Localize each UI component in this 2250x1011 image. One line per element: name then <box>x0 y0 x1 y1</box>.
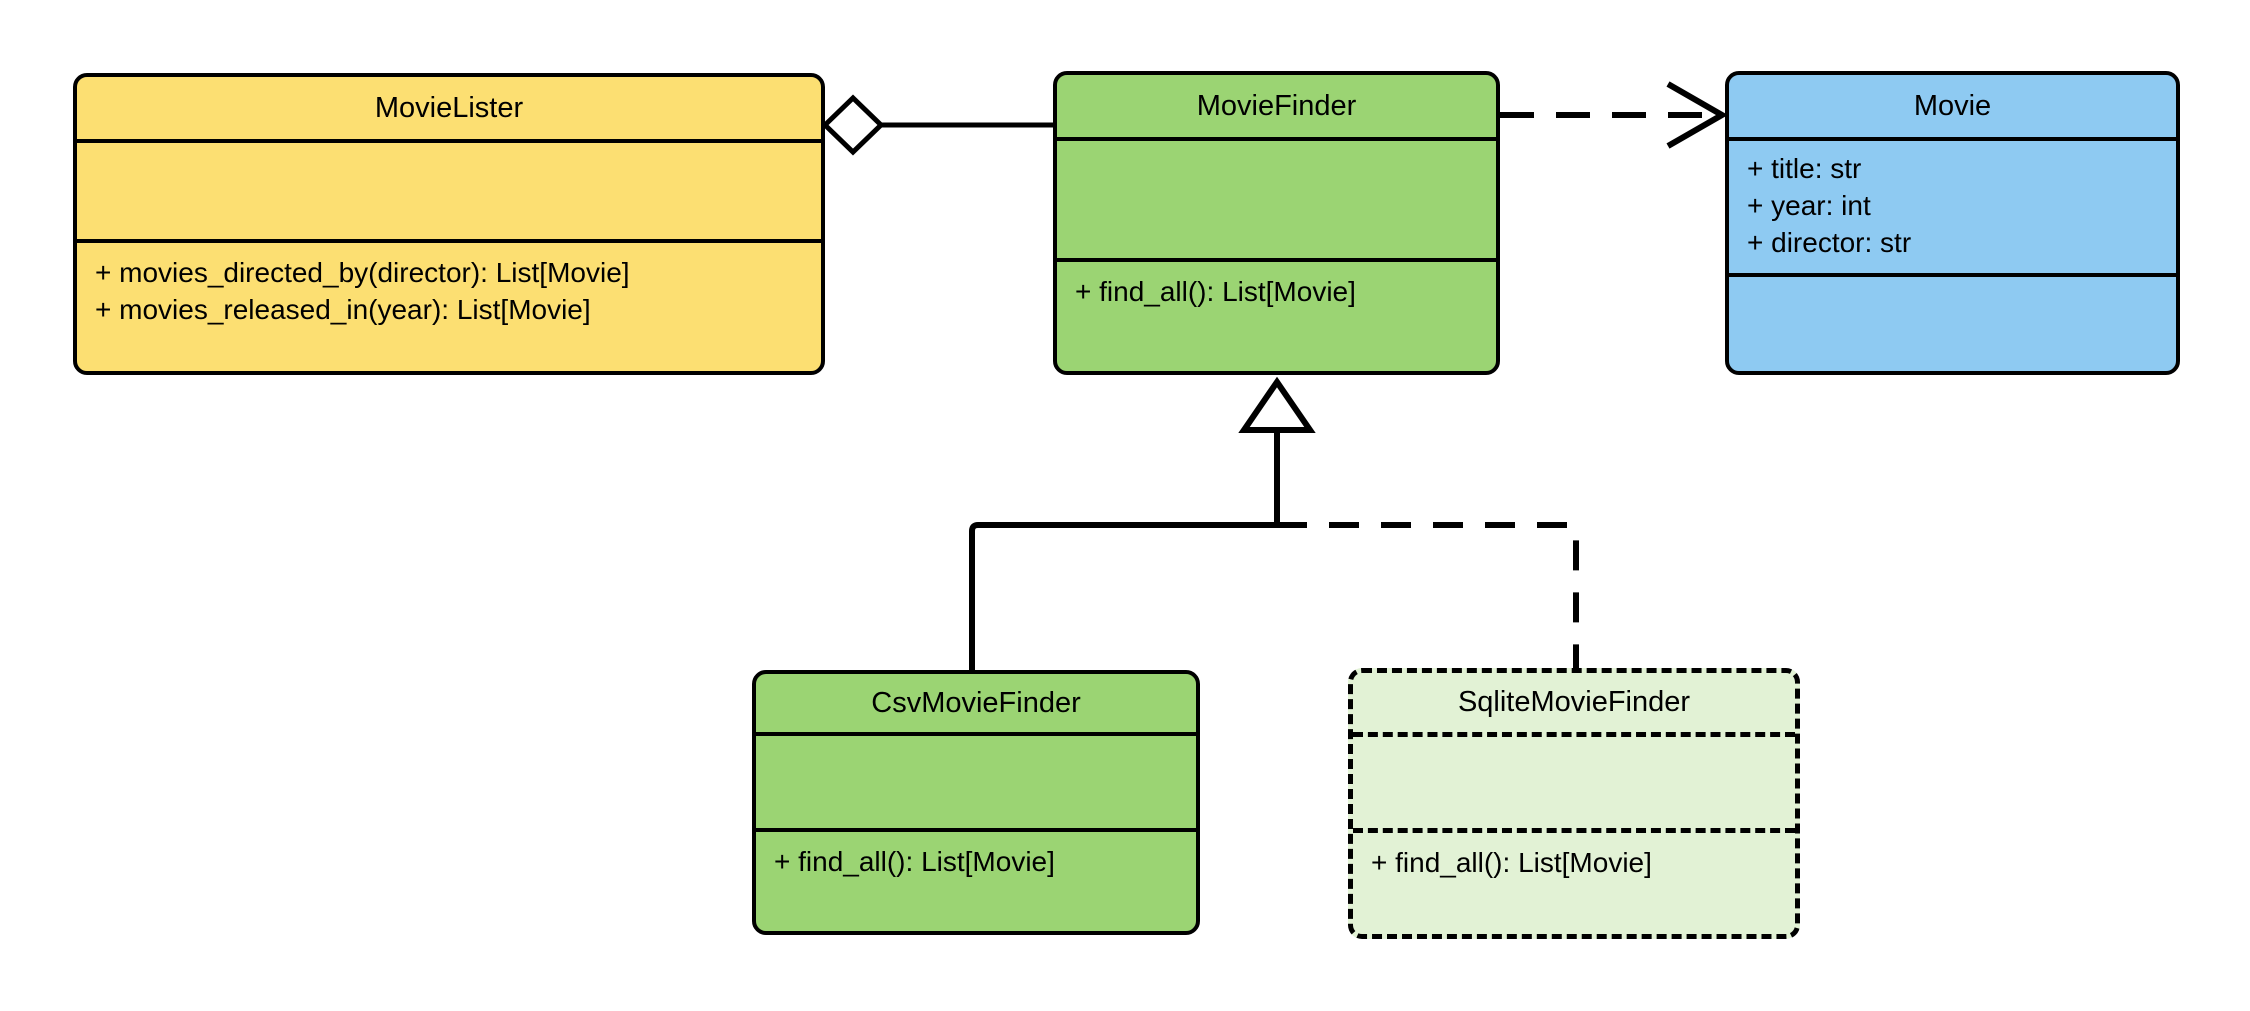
class-methods-movie-finder: + find_all(): List[Movie] <box>1057 262 1496 371</box>
generalization-sqlite-line <box>1277 522 1579 668</box>
relationship-generalization-sqlite-finder <box>1277 522 1579 668</box>
class-box-movie[interactable]: Movie + title: str + year: int + directo… <box>1725 71 2180 375</box>
class-name-movie: Movie <box>1729 75 2176 141</box>
relationship-dependency-finder-movie <box>1500 81 1729 149</box>
class-name-sqlite-movie-finder: SqliteMovieFinder <box>1353 673 1795 737</box>
hollow-diamond-marker <box>821 94 885 156</box>
hollow-triangle-marker <box>1238 376 1316 433</box>
relationship-aggregation-lister-finder <box>821 94 1053 156</box>
attribute-item: + director: str <box>1747 226 1912 258</box>
class-methods-movie <box>1729 277 2176 371</box>
class-box-movie-finder[interactable]: MovieFinder + find_all(): List[Movie] <box>1053 71 1500 375</box>
method-item: + movies_directed_by(director): List[Mov… <box>95 257 630 288</box>
class-name-movie-finder: MovieFinder <box>1057 75 1496 141</box>
class-box-movie-lister[interactable]: MovieLister + movies_directed_by(directo… <box>73 73 825 375</box>
class-name-csv-movie-finder: CsvMovieFinder <box>756 674 1196 736</box>
method-item: + find_all(): List[Movie] <box>774 846 1055 877</box>
class-box-csv-movie-finder[interactable]: CsvMovieFinder + find_all(): List[Movie] <box>752 670 1200 935</box>
class-attributes-movie: + title: str + year: int + director: str <box>1729 141 2176 277</box>
class-box-sqlite-movie-finder[interactable]: SqliteMovieFinder + find_all(): List[Mov… <box>1348 668 1800 939</box>
attribute-item: + title: str <box>1747 153 1862 184</box>
class-methods-csv-movie-finder: + find_all(): List[Movie] <box>756 832 1196 931</box>
class-attributes-csv-movie-finder <box>756 736 1196 832</box>
attribute-item: + year: int <box>1747 189 1871 221</box>
relationship-generalization-trunk <box>1238 376 1316 525</box>
class-name-movie-lister: MovieLister <box>77 77 821 143</box>
method-item: + find_all(): List[Movie] <box>1371 847 1652 878</box>
method-item: + find_all(): List[Movie] <box>1075 276 1356 307</box>
class-methods-sqlite-movie-finder: + find_all(): List[Movie] <box>1353 833 1795 934</box>
method-item: + movies_released_in(year): List[Movie] <box>95 293 591 325</box>
relationship-generalization-csv-finder <box>969 522 1277 670</box>
class-methods-movie-lister: + movies_directed_by(director): List[Mov… <box>77 243 821 371</box>
class-attributes-sqlite-movie-finder <box>1353 737 1795 833</box>
generalization-csv-line <box>969 522 1277 670</box>
class-attributes-movie-finder <box>1057 141 1496 262</box>
class-attributes-movie-lister <box>77 143 821 243</box>
open-arrow-marker <box>1666 81 1729 149</box>
